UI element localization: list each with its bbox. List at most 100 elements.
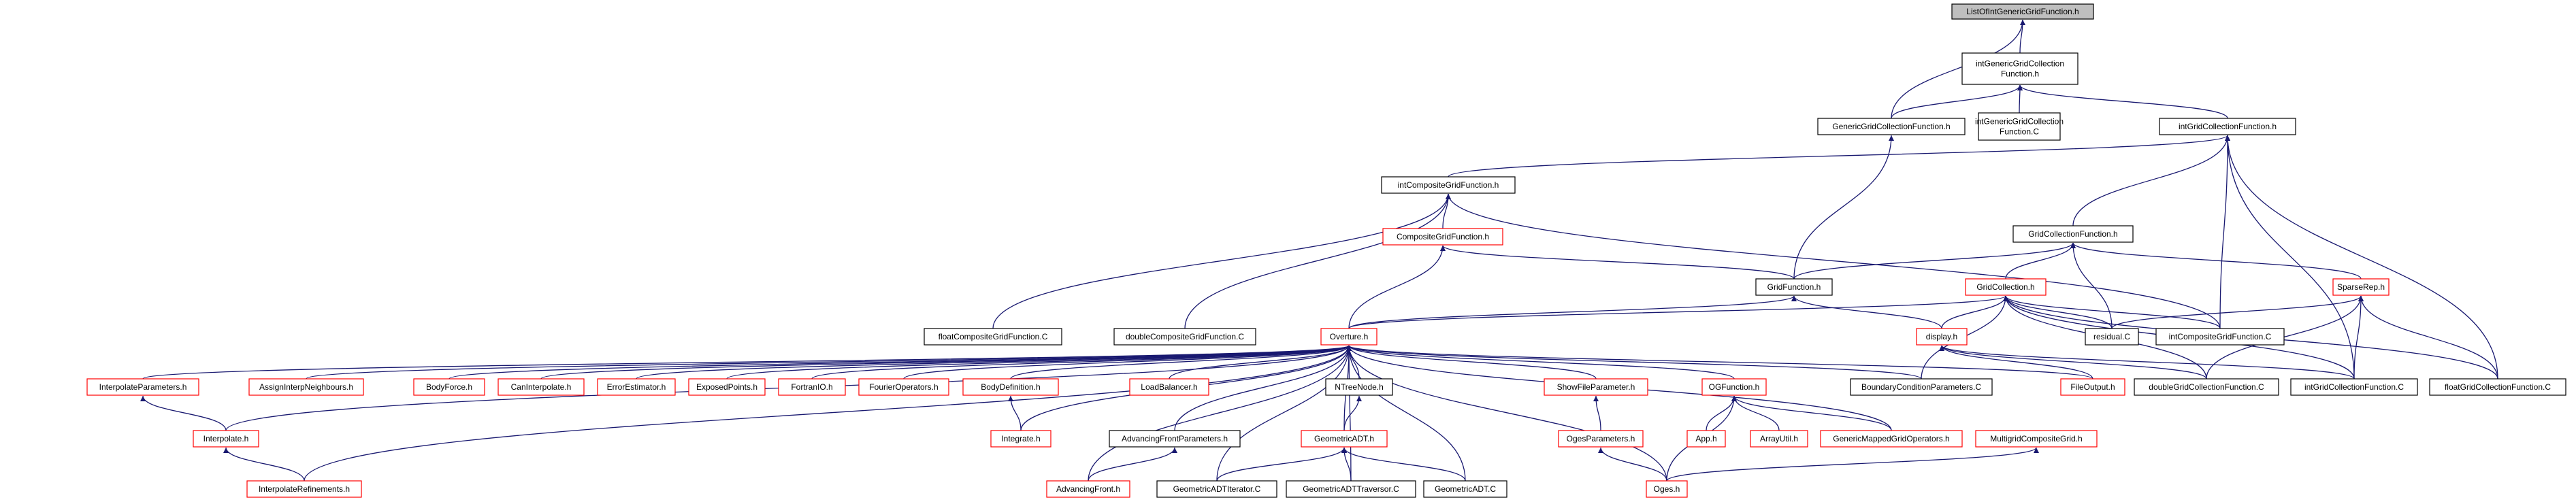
- node-oges-h[interactable]: Oges.h: [1646, 480, 1688, 498]
- node-sparserep-h[interactable]: SparseRep.h: [2332, 278, 2390, 296]
- node-app-h[interactable]: App.h: [1686, 430, 1726, 448]
- node-geotrav-c[interactable]: GeometricADTTraversor.C: [1286, 480, 1416, 498]
- node-floatcomp-c[interactable]: floatCompositeGridFunction.C: [924, 328, 1062, 346]
- node-residual-c[interactable]: residual.C: [2085, 328, 2139, 346]
- edge-oges_h-to-ogesparams_h: [1598, 447, 1667, 482]
- node-label: AdvancingFrontParameters.h: [1122, 434, 1228, 443]
- node-label: NTreeNode.h: [1335, 382, 1384, 392]
- node-genericgcf-h[interactable]: GenericGridCollectionFunction.h: [1817, 118, 1966, 135]
- node-advfrontparams-h[interactable]: AdvancingFrontParameters.h: [1109, 430, 1241, 448]
- node-overture-h[interactable]: Overture.h: [1320, 328, 1377, 346]
- node-showfile-h[interactable]: ShowFileParameter.h: [1544, 378, 1648, 396]
- node-label: intCompositeGridFunction.C: [2169, 332, 2272, 341]
- edge-residual_c-to-gc_h: [2003, 295, 2113, 329]
- node-multigrid-h[interactable]: MultigridCompositeGrid.h: [1975, 430, 2098, 448]
- edge-integrate_h-to-bodydef_h: [1008, 395, 1022, 431]
- node-errest-h[interactable]: ErrorEstimator.h: [597, 378, 676, 396]
- node-label: BodyDefinition.h: [981, 382, 1040, 392]
- node-label: FileOutput.h: [2070, 382, 2115, 392]
- node-box: [498, 378, 585, 396]
- node-bodyforce-h[interactable]: BodyForce.h: [413, 378, 485, 396]
- node-box: [2085, 328, 2139, 346]
- node-genmapped-h[interactable]: GenericMappedGridOperators.h: [1820, 430, 1963, 448]
- edge-display_h-to-gc_h: [1941, 295, 2008, 329]
- node-label: intGridCollectionFunction.h: [2179, 122, 2277, 131]
- edge-oges_h-to-overture_h: [1346, 345, 1667, 482]
- node-fourier-h[interactable]: FourierOperators.h: [858, 378, 949, 396]
- node-label: GeometricADTIterator.C: [1173, 484, 1261, 494]
- node-label: InterpolateRefinements.h: [259, 484, 350, 494]
- node-gf-h[interactable]: GridFunction.h: [1755, 278, 1833, 296]
- node-intcomp-c[interactable]: intCompositeGridFunction.C: [2155, 328, 2285, 346]
- node-display-h[interactable]: display.h: [1916, 328, 1968, 346]
- node-box: [990, 430, 1051, 448]
- node-box: [1381, 176, 1516, 194]
- node-box: [924, 328, 1062, 346]
- node-label: display.h: [1926, 332, 1957, 341]
- node-box: [1423, 480, 1507, 498]
- edge-intgcf_c-to-display_h: [1939, 345, 2355, 380]
- node-geoadt-h[interactable]: GeometricADT.h: [1301, 430, 1388, 448]
- node-fortranio-h[interactable]: FortranIO.h: [778, 378, 846, 396]
- edge-intgcf_c-to-intgcf_h: [2225, 135, 2355, 380]
- node-doublegcf-c[interactable]: doubleGridCollectionFunction.C: [2134, 378, 2279, 396]
- node-intcompgf-h[interactable]: intCompositeGridFunction.h: [1381, 176, 1516, 194]
- node-intgcf-c[interactable]: intGridCollectionFunction.C: [2290, 378, 2418, 396]
- edge-doublecomp_c-to-intcompgf_h: [1184, 193, 1451, 329]
- node-interprefine-h[interactable]: InterpolateRefinements.h: [246, 480, 362, 498]
- node-intgcf-h[interactable]: intGridCollectionFunction.h: [2159, 118, 2296, 135]
- node-box: [1325, 378, 1393, 396]
- node-box: [1817, 118, 1966, 135]
- node-assign-h[interactable]: AssignInterpNeighbours.h: [248, 378, 364, 396]
- node-integrate-h[interactable]: Integrate.h: [990, 430, 1051, 448]
- edge-fourier_h-to-overture_h: [903, 345, 1352, 380]
- node-list-ofint[interactable]: ListOfIntGenericGridFunction.h: [1951, 3, 2094, 20]
- node-arrayutil-h[interactable]: ArrayUtil.h: [1750, 430, 1808, 448]
- edge-overture_h-to-gf_h: [1348, 295, 1797, 329]
- node-label: Oges.h: [1654, 484, 1680, 494]
- node-advfront-h[interactable]: AdvancingFront.h: [1046, 480, 1130, 498]
- node-fileoutput-h[interactable]: FileOutput.h: [2060, 378, 2125, 396]
- node-label: ShowFileParameter.h: [1557, 382, 1635, 392]
- node-box: [193, 430, 259, 448]
- node-label: AssignInterpNeighbours.h: [259, 382, 353, 392]
- node-geoiter-c[interactable]: GeometricADTIterator.C: [1156, 480, 1277, 498]
- node-label: ListOfIntGenericGridFunction.h: [1966, 7, 2078, 16]
- node-floatgcf-c[interactable]: floatGridCollectionFunction.C: [2429, 378, 2566, 396]
- node-ogfunc-h[interactable]: OGFunction.h: [1701, 378, 1767, 396]
- node-label: InterpolateParameters.h: [99, 382, 187, 392]
- edge-advfront_h-to-advfrontparams_h: [1088, 447, 1177, 482]
- node-box: [2012, 225, 2134, 243]
- edge-overture_h-to-compgf_h: [1348, 245, 1446, 329]
- node-ogesparams-h[interactable]: OgesParameters.h: [1558, 430, 1644, 448]
- node-box: [1382, 228, 1503, 246]
- edge-gf_h-to-compgf_h: [1440, 245, 1795, 280]
- node-box: [1046, 480, 1130, 498]
- node-label: OgesParameters.h: [1567, 434, 1635, 443]
- node-interp-h[interactable]: Interpolate.h: [193, 430, 259, 448]
- node-exposed-h[interactable]: ExposedPoints.h: [688, 378, 766, 396]
- node-box: [1320, 328, 1377, 346]
- node-compgf-h[interactable]: CompositeGridFunction.h: [1382, 228, 1503, 246]
- node-interpparams-h[interactable]: InterpolateParameters.h: [86, 378, 199, 396]
- node-bodydef-h[interactable]: BodyDefinition.h: [962, 378, 1059, 396]
- node-loadbal-h[interactable]: LoadBalancer.h: [1129, 378, 1209, 396]
- node-box: [858, 378, 949, 396]
- edge-intcompgf_h-to-intgcf_h: [1448, 135, 2230, 178]
- edge-intgcf_c-to-sparserep_h: [2353, 295, 2364, 380]
- node-box: [962, 378, 1059, 396]
- node-box: [2429, 378, 2566, 396]
- edge-advfront_h-to-overture_h: [1088, 345, 1352, 482]
- node-label: floatCompositeGridFunction.C: [939, 332, 1048, 341]
- node-caninterp-h[interactable]: CanInterpolate.h: [498, 378, 585, 396]
- node-gcf-h[interactable]: GridCollectionFunction.h: [2012, 225, 2134, 243]
- edge-interp_h-to-interpparams_h: [140, 395, 227, 431]
- node-geoadt-c[interactable]: GeometricADT.C: [1423, 480, 1507, 498]
- node-doublecomp-c[interactable]: doubleCompositeGridFunction.C: [1113, 328, 1256, 346]
- node-box: [1975, 430, 2098, 448]
- node-gc-h[interactable]: GridCollection.h: [1965, 278, 2047, 296]
- node-ntree-h[interactable]: NTreeNode.h: [1325, 378, 1393, 396]
- node-bcparams-c[interactable]: BoundaryConditionParameters.C: [1850, 378, 1993, 396]
